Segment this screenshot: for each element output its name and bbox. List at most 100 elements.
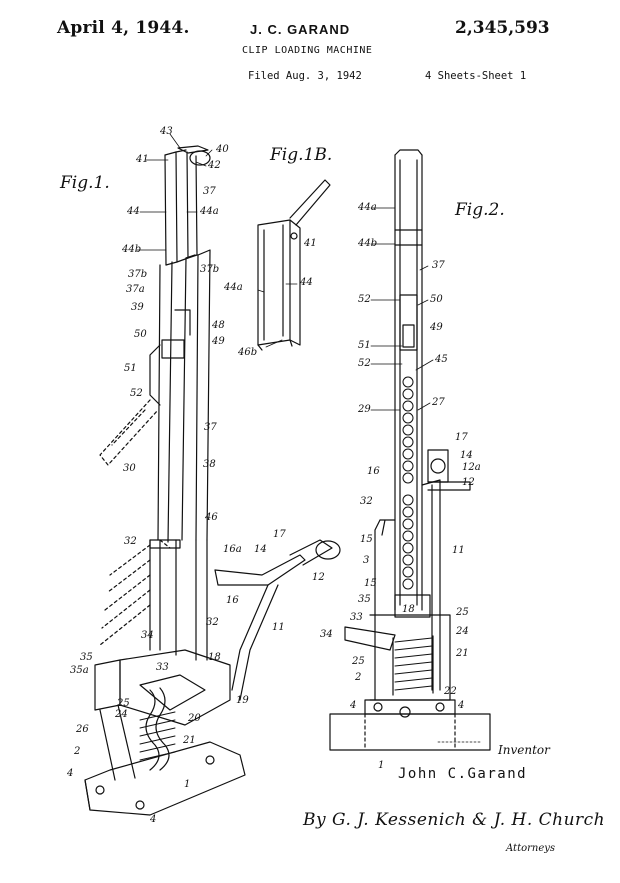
filed-date: Filed Aug. 3, 1942 [248,70,362,82]
ref-label: 52 [358,294,371,305]
attorneys-role-label: Attorneys [506,843,556,854]
ref-label: 37 [432,260,445,271]
leader-lines [136,133,483,743]
ref-label: 32 [124,536,137,547]
patent-number: 2,345,593 [455,18,550,38]
ref-label: 2 [73,746,80,757]
ref-label: 51 [124,363,137,374]
ref-label: 24 [455,626,469,637]
ref-label: 50 [134,329,147,340]
ref-label: 41 [303,238,317,249]
ref-label: 4 [66,768,73,779]
fig1b-drawing [257,179,331,351]
ref-label: 12a [462,462,481,473]
ref-label: 37b [200,264,219,275]
ref-label: 41 [135,154,149,165]
attorneys-signature: By G. J. Kessenich & J. H. Church [303,810,606,830]
ref-label: 26 [75,724,89,735]
ref-label: 15 [364,578,377,589]
ref-label: 4 [349,700,356,711]
fig1-reference-numerals: 43 40 41 42 37 44 44a 44b 37b 37b 37a 39… [66,126,325,825]
ref-label: 20 [187,713,201,724]
ref-label: 37 [204,422,217,433]
ref-label: 49 [211,336,225,347]
ref-label: 34 [141,630,154,641]
ref-label: 4 [149,814,156,825]
ref-label: 44a [223,282,243,293]
ref-label: 49 [429,322,443,333]
ref-label: 21 [455,648,469,659]
fig1b-reference-numerals: 41 44 44a 46b [223,238,317,358]
ref-label: 45 [434,354,448,365]
ref-label: 38 [203,459,216,470]
ref-label: 27 [431,397,445,408]
ref-label: 44a [199,206,219,217]
ref-label: 11 [272,622,285,633]
patent-date: April 4, 1944. [57,18,190,38]
ref-label: 50 [430,294,443,305]
ref-label: 24 [114,709,128,720]
ref-label: 44 [299,277,313,288]
ref-label: 39 [131,302,144,313]
inventor-name: John C.Garand [398,766,528,782]
ref-label: 17 [455,432,468,443]
ref-label: 16 [226,595,239,606]
ref-label: 37a [126,284,145,295]
fig1-drawing [84,145,341,816]
ref-label: 37b [128,269,147,280]
ref-label: 30 [123,463,136,474]
ref-label: 44 [126,206,140,217]
ref-label: 2 [354,672,361,683]
ref-label: 44a [357,202,377,213]
inventor-header: J. C. GARAND [250,22,351,37]
ref-label: 40 [215,144,229,155]
ref-label: 37 [203,186,216,197]
ref-label: 19 [236,695,249,706]
ref-label: 14 [254,544,267,555]
fig2-title: Fig.2. [454,200,505,220]
ref-label: 48 [211,320,225,331]
ref-label: 51 [358,340,371,351]
ref-label: 4 [457,700,464,711]
ref-label: 21 [182,735,196,746]
ref-label: 33 [156,662,169,673]
fig1-title: Fig.1. [59,173,110,193]
sheet-count: 4 Sheets-Sheet 1 [425,70,527,82]
ref-label: 22 [443,686,457,697]
ref-label: 33 [350,612,363,623]
ref-label: 17 [273,529,286,540]
ref-label: 44b [357,238,377,249]
ref-label: 32 [360,496,373,507]
fig1b-title: Fig.1B. [269,145,332,165]
ref-label: 1 [378,760,384,771]
ref-label: 3 [363,555,369,566]
ref-label: 16 [367,466,380,477]
ref-label: 25 [116,698,130,709]
ref-label: 42 [207,160,221,171]
ref-label: 16a [223,544,242,555]
fig2-drawing [329,149,491,751]
ref-label: 29 [357,404,371,415]
ref-label: 52 [130,388,143,399]
ref-label: 14 [460,450,473,461]
ref-label: 11 [452,545,465,556]
ref-label: 43 [159,126,173,137]
ref-label: 44b [121,244,141,255]
ref-label: 25 [455,607,469,618]
fig2-reference-numerals: 44a 44b 37 52 50 49 51 52 45 29 27 17 14… [320,202,481,771]
ref-label: 1 [184,779,190,790]
ref-label: 46 [204,512,218,523]
ref-label: 15 [360,534,373,545]
ref-label: 35 [358,594,371,605]
ref-label: 35a [70,665,89,676]
inventor-role-label: Inventor [498,743,550,757]
ref-label: 34 [320,629,333,640]
ref-label: 35 [80,652,93,663]
ref-label: 18 [208,652,221,663]
ref-label: 12 [312,572,325,583]
ref-label: 25 [351,656,365,667]
ref-label: 46b [237,347,257,358]
ref-label: 12 [462,477,475,488]
